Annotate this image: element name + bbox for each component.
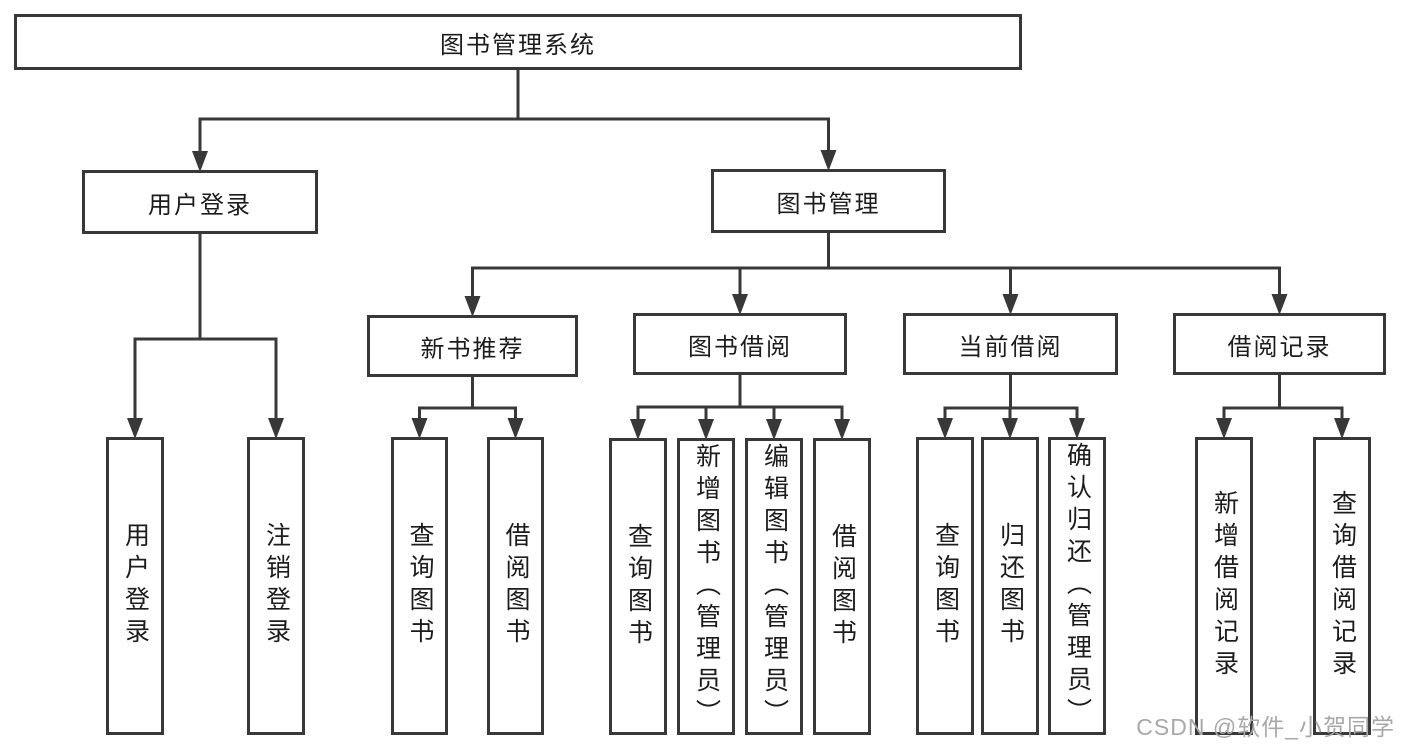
node-root: 图书管理系统 [14, 14, 1022, 70]
node-leaf-rb-add: 新增借阅记录 [1195, 437, 1253, 735]
watermark: CSDN @软件_小贺同学 [1136, 714, 1395, 740]
arrow-down-icon [507, 418, 524, 439]
arrow-down-icon [630, 419, 646, 440]
arrow-down-icon [698, 419, 714, 440]
arrow-down-icon [937, 418, 953, 439]
edge-login [133, 230, 278, 424]
node-borrow: 图书借阅 [633, 313, 847, 375]
node-leaf-cb-confirm: 确认归还（管理员） [1048, 437, 1106, 735]
edge-newbook [418, 373, 517, 424]
arrow-down-icon [411, 418, 428, 439]
node-leaf-user-login: 用户登录 [106, 437, 164, 735]
arrow-down-icon [834, 419, 850, 440]
node-leaf-bb-query: 查询图书 [609, 438, 667, 735]
node-leaf-logout: 注销登录 [247, 437, 305, 735]
node-newbook: 新书推荐 [367, 315, 578, 377]
node-leaf-rb-query: 查询借阅记录 [1313, 437, 1371, 735]
arrow-down-icon [1271, 294, 1288, 315]
node-leaf-bb-borrow: 借阅图书 [813, 438, 871, 735]
node-leaf-nb-borrow: 借阅图书 [487, 437, 544, 735]
arrow-down-icon [766, 419, 782, 440]
arrow-down-icon [732, 294, 748, 315]
edge-mgmt [471, 229, 1281, 302]
node-leaf-bb-add: 新增图书（管理员） [677, 438, 735, 735]
edge-current [943, 371, 1079, 424]
node-records: 借阅记录 [1173, 313, 1386, 375]
arrow-down-icon [192, 151, 208, 172]
node-leaf-bb-edit: 编辑图书（管理员） [745, 438, 803, 735]
node-leaf-cb-query: 查询图书 [916, 437, 974, 735]
arrow-down-icon [1334, 418, 1350, 439]
edge-borrow [636, 371, 844, 425]
edge-records [1222, 371, 1344, 424]
arrow-down-icon [464, 296, 481, 317]
arrow-down-icon [1069, 418, 1085, 439]
arrow-down-icon [1216, 418, 1232, 439]
arrow-down-icon [268, 418, 284, 439]
arrow-down-icon [127, 418, 143, 439]
node-login: 用户登录 [82, 170, 318, 234]
node-leaf-nb-query: 查询图书 [391, 437, 448, 735]
node-leaf-cb-return: 归还图书 [981, 437, 1039, 735]
node-mgmt: 图书管理 [711, 169, 946, 233]
arrow-down-icon [820, 150, 837, 171]
edge-root [198, 66, 830, 157]
arrow-down-icon [1002, 294, 1019, 315]
arrow-down-icon [1002, 418, 1018, 439]
node-current: 当前借阅 [903, 313, 1118, 375]
